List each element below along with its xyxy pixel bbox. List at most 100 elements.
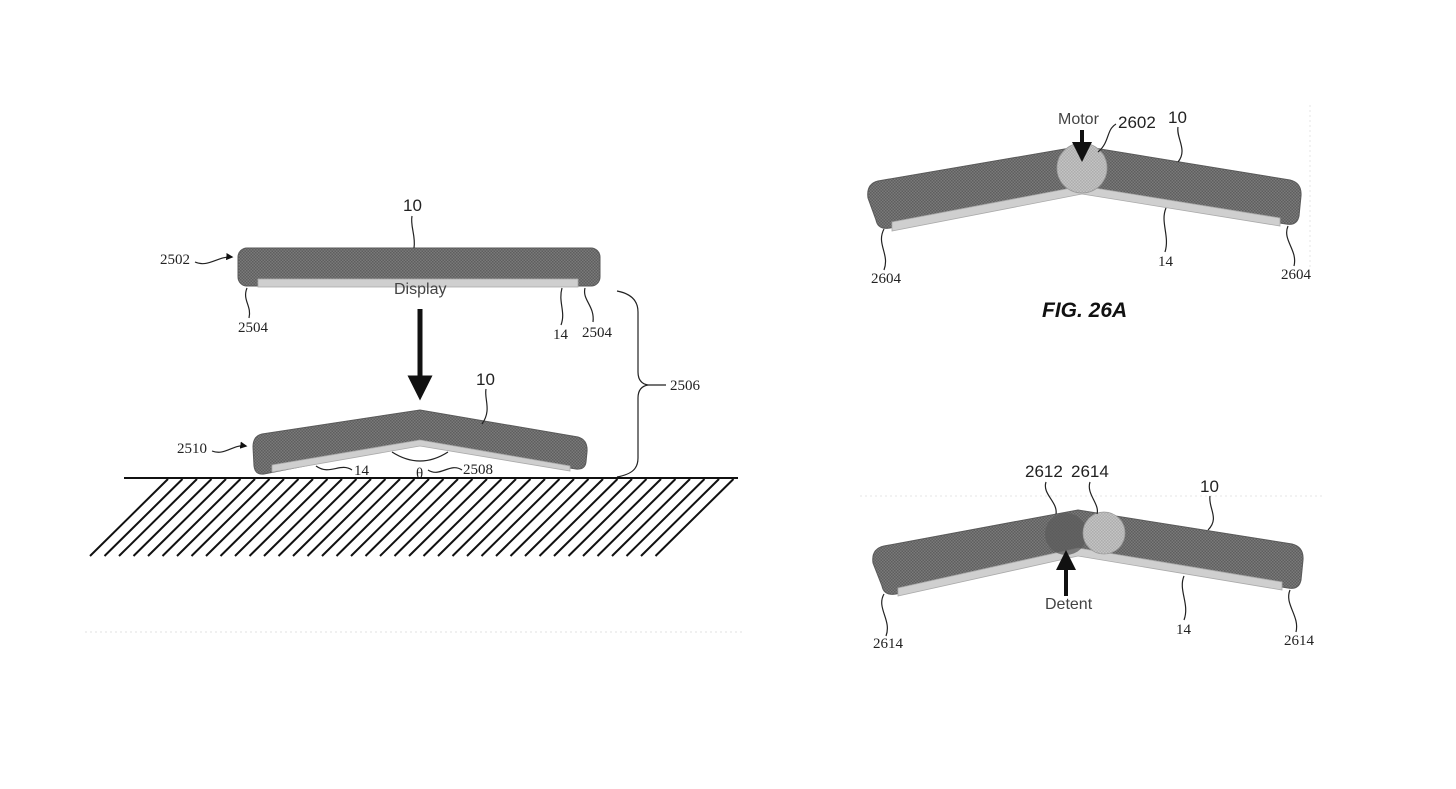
ground-hatch-line	[118, 478, 198, 557]
bent-display-leader	[315, 465, 353, 471]
bend-angle-symbol: θ	[416, 466, 423, 482]
ground-hatch-line	[524, 478, 604, 557]
fig26a-right-edge-leader	[1286, 225, 1296, 267]
fig26b-detent-ref: 2612	[1025, 462, 1063, 481]
fig26b-display-leader	[1181, 575, 1187, 621]
fig26b-hinge-ref: 2614	[1071, 462, 1109, 481]
flat-device-display-strip	[257, 278, 579, 288]
ground-hatch-line	[103, 478, 184, 557]
ground-hatch-line	[89, 478, 169, 557]
ground-hatch-line	[582, 478, 662, 557]
ground-hatch-line	[567, 478, 648, 557]
ground-hatch-line	[509, 478, 590, 557]
flat-state-ref-arrow	[194, 253, 234, 265]
ground-hatch-line	[205, 478, 285, 557]
display-label: Display	[394, 281, 446, 298]
bent-device	[252, 409, 588, 475]
flat-left-edge-leader	[245, 287, 251, 319]
ground-hatch-line	[625, 478, 706, 557]
fig26b-left-edge-ref: 2614	[873, 636, 904, 652]
flat-right-edge-leader	[583, 287, 594, 323]
ground-hatch-line	[495, 478, 575, 557]
ground-hatch-line	[161, 478, 242, 557]
fig26b-group: Detent 2612 2614 10 14 2614 2614	[860, 462, 1325, 652]
flat-device-ref: 10	[403, 196, 422, 215]
ground-hatch-line	[321, 478, 401, 557]
ground-hatch-line	[335, 478, 416, 557]
fig26a-hinge-leader	[1097, 123, 1117, 153]
flat-device	[237, 247, 601, 288]
fig26b-right-edge-leader	[1288, 589, 1298, 633]
fig26b-right-edge-ref: 2614	[1284, 633, 1315, 649]
flat-device-ref-leader	[410, 215, 416, 249]
fig25-group: 10 2502 Display 2504 14 2504 2506 10 251…	[85, 196, 745, 633]
ground-hatching	[89, 478, 735, 557]
fig26a-display-ref: 14	[1158, 254, 1174, 270]
transition-bracket	[616, 290, 649, 478]
fig26a-device-leader	[1177, 126, 1183, 163]
ground-hatch-line	[248, 478, 329, 557]
ground-hatch-line	[611, 478, 691, 557]
ground-hatch-line	[408, 478, 488, 557]
bent-device-ref-leader	[481, 388, 488, 425]
fig26a-display-leader	[1163, 207, 1168, 253]
ground-hatch-line	[364, 478, 445, 557]
ground-hatch-line	[466, 478, 546, 557]
fig26b-hinge	[1082, 511, 1126, 555]
flat-left-edge-ref: 2504	[238, 320, 269, 336]
bend-angle-leader	[427, 467, 463, 473]
ground-hatch-line	[132, 478, 213, 557]
ground-hatch-line	[422, 478, 503, 557]
ground-hatch-line	[263, 478, 343, 557]
fig26a-group: Motor 2602 10 14 2604 2604 FIG. 26A	[867, 105, 1312, 322]
ground-hatch-line	[350, 478, 430, 557]
ground-hatch-line	[190, 478, 271, 557]
bend-angle-ref: 2508	[463, 462, 493, 478]
ground-hatch-line	[306, 478, 387, 557]
bent-display-ref: 14	[354, 463, 370, 479]
ground-hatch-line	[147, 478, 227, 557]
ground-hatch-line	[640, 478, 720, 557]
fig26a-right-edge-ref: 2604	[1281, 267, 1312, 283]
flat-right-edge-ref: 2504	[582, 325, 613, 341]
detent-element	[1045, 513, 1087, 555]
ground-hatch-line	[277, 478, 358, 557]
fig26b-display-ref: 14	[1176, 622, 1192, 638]
motor-label: Motor	[1058, 111, 1100, 128]
fig26a-device-ref: 10	[1168, 108, 1187, 127]
bend-angle-arc	[391, 451, 449, 462]
ground-hatch-line	[480, 478, 561, 557]
fig26b-device-leader	[1207, 495, 1214, 531]
ground-hatch-line	[437, 478, 517, 557]
fig26a-left-edge-leader	[880, 228, 887, 271]
fig26b-hinge-leader	[1088, 481, 1098, 515]
fig26a-hinge-ref: 2602	[1118, 113, 1156, 132]
ground-hatch-line	[219, 478, 300, 557]
flat-state-ref: 2502	[160, 252, 190, 268]
ground-hatch-line	[538, 478, 619, 557]
ground-hatch-line	[553, 478, 633, 557]
ground-hatch-line	[234, 478, 314, 557]
fig26b-detent-leader	[1044, 481, 1057, 515]
ground-hatch-line	[176, 478, 256, 557]
fig26b-device-ref: 10	[1200, 477, 1219, 496]
ground-hatch-line	[596, 478, 677, 557]
bent-state-ref-arrow	[211, 441, 248, 453]
ground-hatch-line	[379, 478, 459, 557]
bent-device-display-strip	[271, 439, 571, 473]
flat-display-ref: 14	[553, 327, 569, 343]
fig26a-left-edge-ref: 2604	[871, 271, 902, 287]
ground-hatch-line	[393, 478, 474, 557]
bent-state-ref: 2510	[177, 441, 207, 457]
flat-display-leader	[560, 287, 564, 326]
fig26a-caption: FIG. 26A	[1042, 299, 1127, 322]
bent-device-ref: 10	[476, 370, 495, 389]
detent-label: Detent	[1045, 596, 1093, 613]
fig26b-left-edge-leader	[881, 593, 888, 637]
transition-bracket-ref: 2506	[670, 378, 701, 394]
ground-hatch-line	[292, 478, 372, 557]
ground-surface	[89, 477, 738, 557]
ground-hatch-line	[654, 478, 735, 557]
ground-hatch-line	[451, 478, 532, 557]
